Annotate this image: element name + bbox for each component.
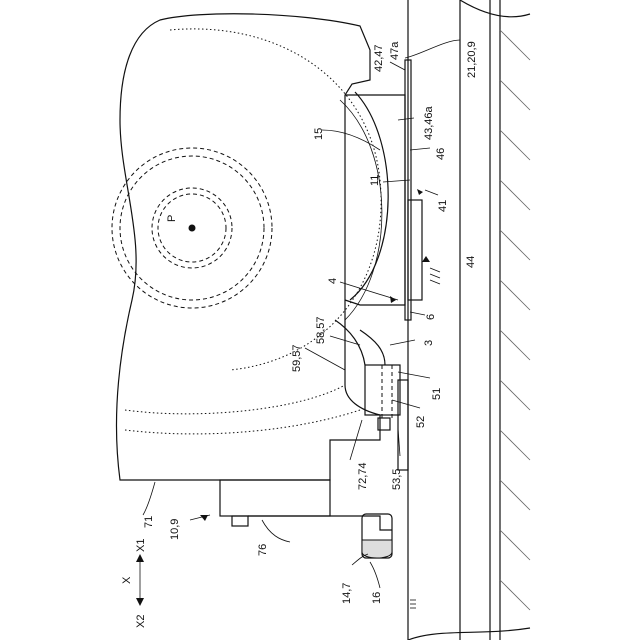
dotted-arc-lower	[125, 385, 345, 414]
label-11: 11	[369, 175, 381, 186]
label-15: 15	[313, 128, 325, 140]
label-46: 46	[435, 148, 447, 160]
label-44: 44	[465, 256, 477, 268]
label-72-74: 72,74	[357, 462, 369, 490]
label-4: 4	[327, 278, 339, 284]
label-76: 76	[257, 544, 269, 556]
label-41: 41	[437, 200, 449, 212]
label-X: X	[121, 576, 133, 584]
leader-lines	[143, 40, 460, 588]
label-59-57: 59,57	[291, 344, 303, 372]
label-71: 71	[143, 516, 155, 528]
x-axis-indicator	[136, 554, 144, 606]
label-43-46a: 43,46a	[423, 105, 435, 140]
pad-14	[362, 540, 392, 558]
bracket-76	[220, 480, 392, 558]
dotted-arc-lower2	[125, 410, 360, 434]
label-52: 52	[415, 416, 427, 428]
label-X2: X2	[135, 615, 147, 628]
label-P: P	[166, 215, 178, 222]
label-6: 6	[425, 314, 437, 320]
housing-outline	[116, 14, 380, 480]
dotted-arc-outer	[170, 29, 381, 370]
label-16: 16	[371, 592, 383, 604]
label-58-57: 58,57	[315, 316, 327, 344]
center-point-P	[189, 225, 196, 232]
label-3: 3	[423, 340, 435, 346]
plate-44	[408, 200, 422, 300]
label-47a: 47a	[389, 41, 401, 60]
part-labels: 42,47 47a 21,20,9 43,46a 15 46 11 41 P 4…	[121, 41, 478, 628]
label-14-7: 14,7	[341, 583, 353, 604]
label-51: 51	[431, 388, 443, 400]
label-53-5: 53,5	[391, 469, 403, 490]
label-42-47: 42,47	[373, 44, 385, 72]
label-X1: X1	[135, 539, 147, 552]
rotor-circles	[112, 148, 272, 308]
curved-face-11	[350, 92, 388, 300]
label-10-9: 10,9	[169, 519, 181, 540]
label-21-20-9: 21,20,9	[466, 41, 478, 78]
curved-face-15	[340, 100, 382, 320]
slider-block	[345, 95, 405, 305]
